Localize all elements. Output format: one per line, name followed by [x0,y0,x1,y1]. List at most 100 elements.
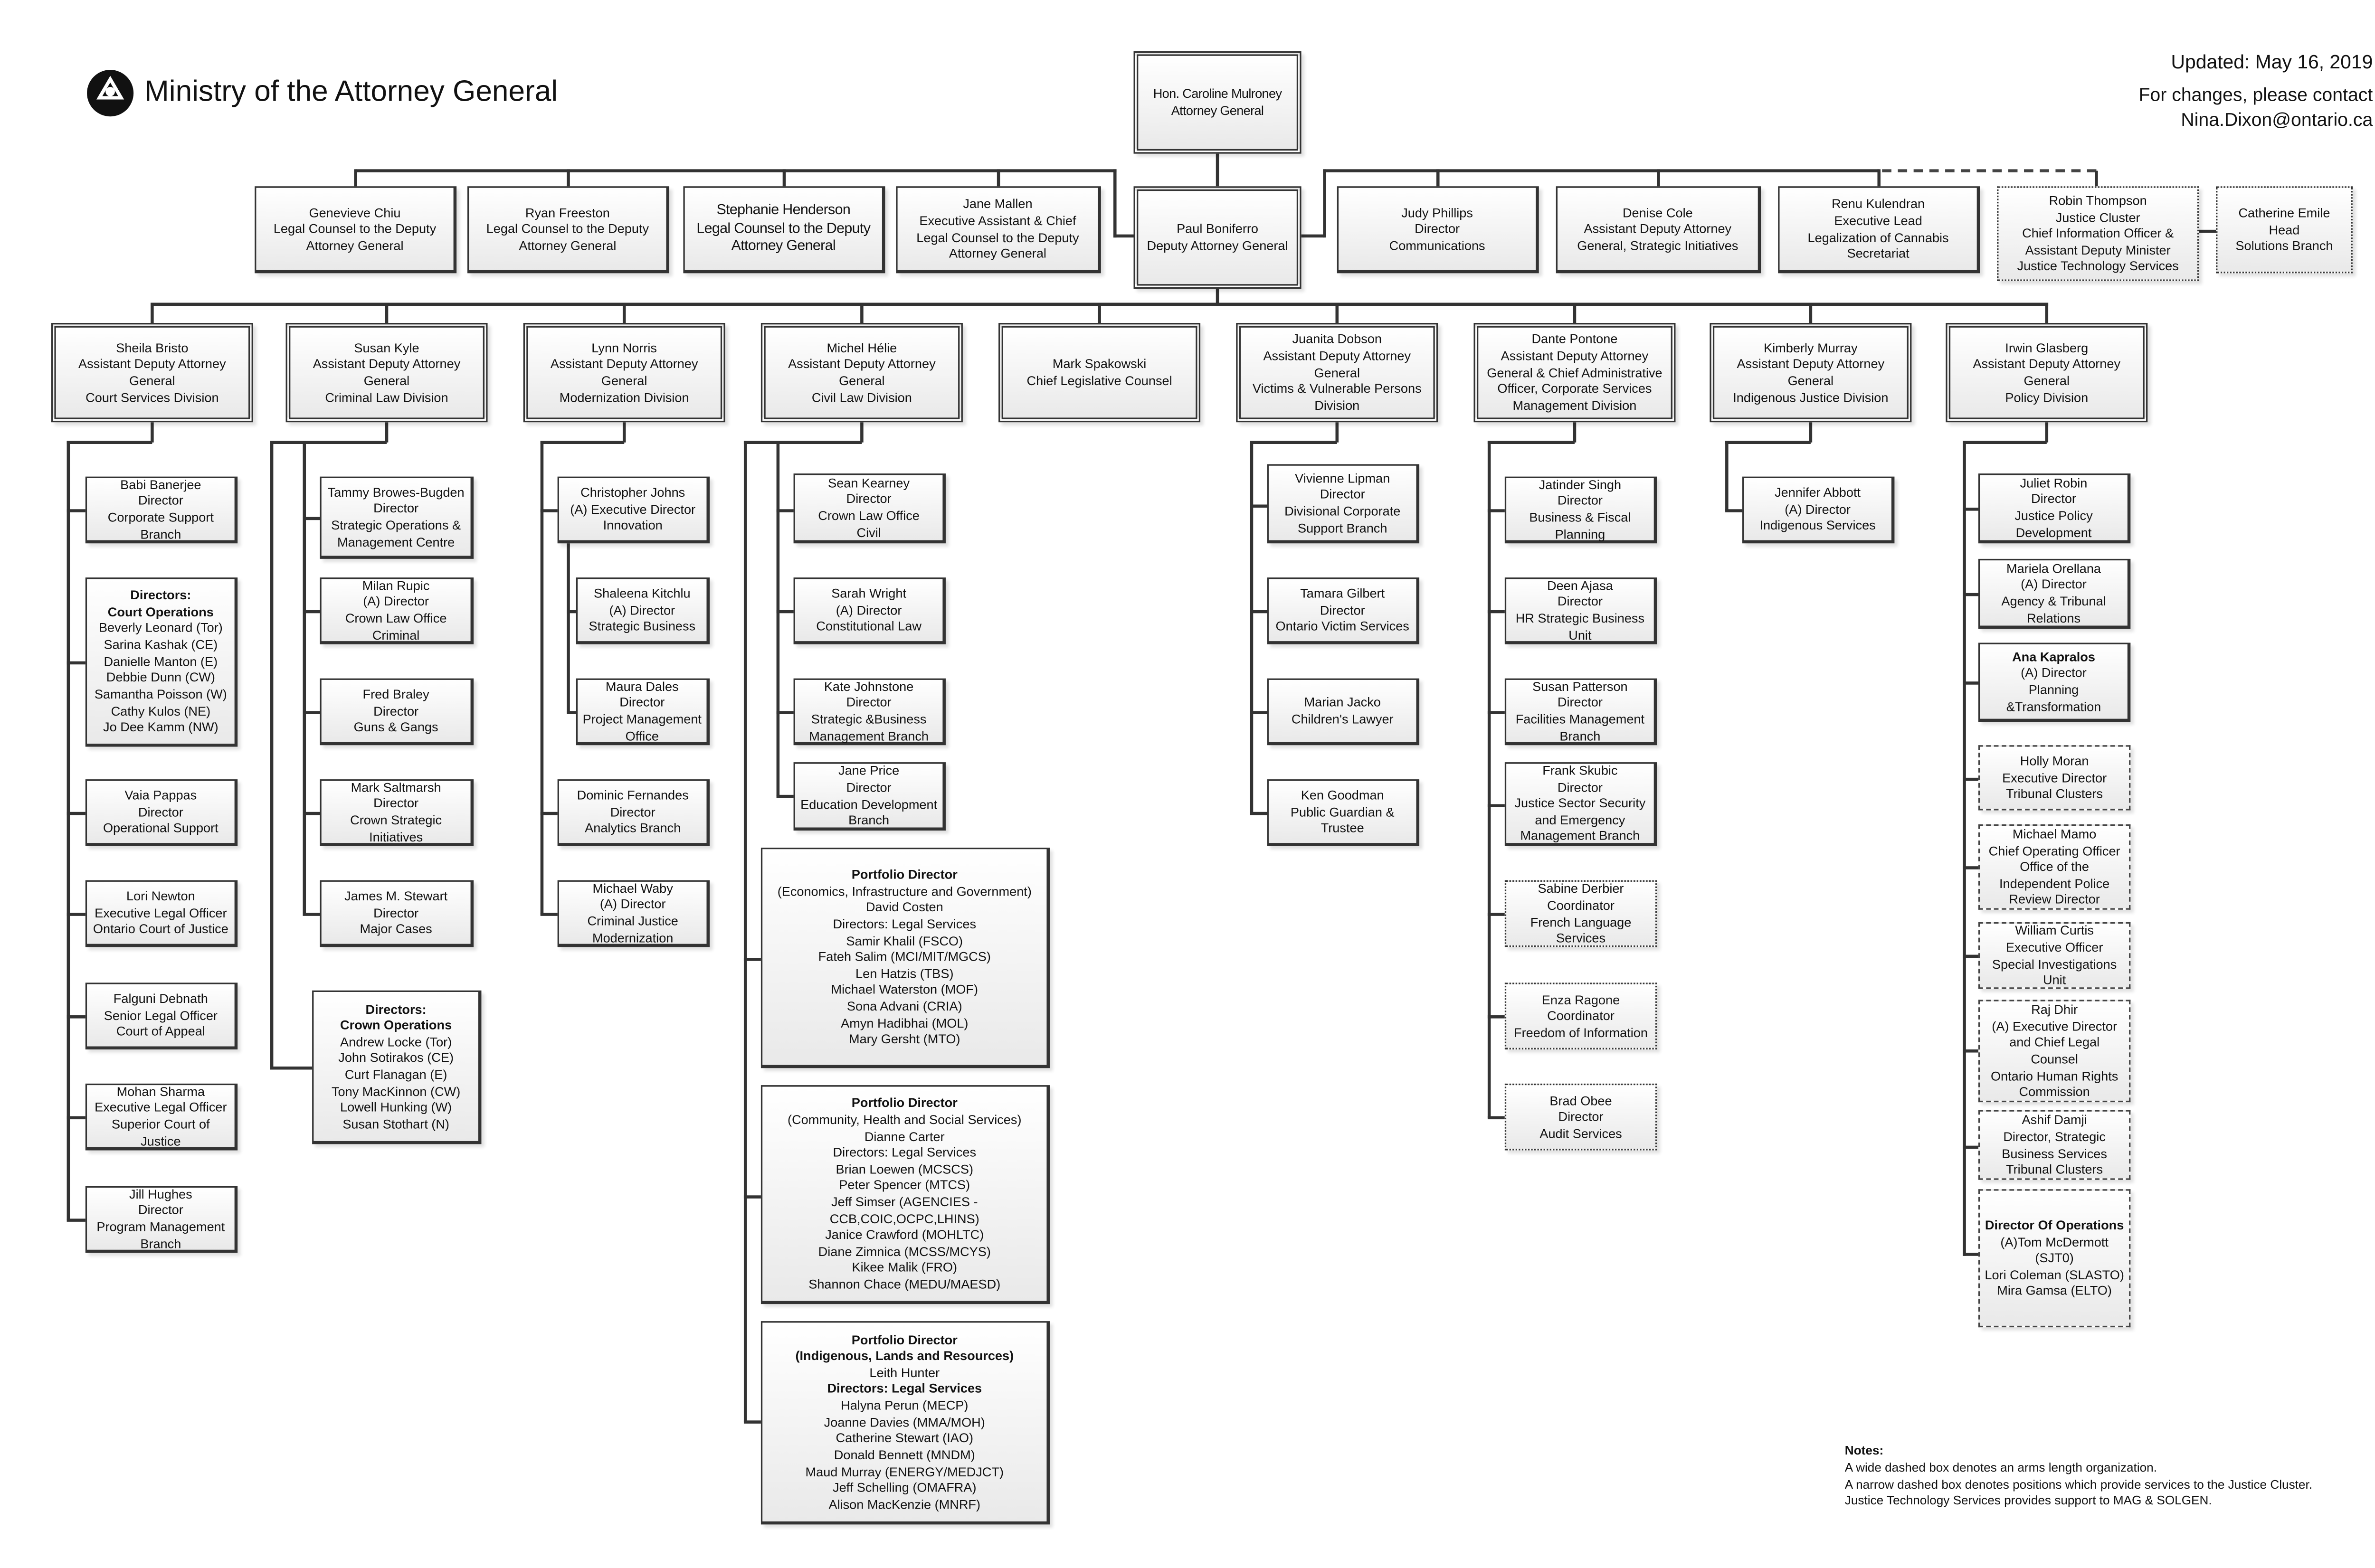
org-box: Tammy Browes-Bugden Director Strategic O… [320,476,474,559]
org-box: Vivienne Lipman Director Divisional Corp… [1267,464,1420,544]
contact-text: For changes, please contact [2138,84,2373,106]
org-box-adm: Dante Pontone Assistant Deputy Attorney … [1473,322,1676,423]
org-box-arms-length: Director Of Operations(A)Tom McDermott (… [1978,1189,2131,1328]
box-text: Stephanie Henderson Legal Counsel to the… [696,201,871,254]
org-box: Marian Jacko Children's Lawyer [1267,678,1420,746]
org-box: Ana Kapralos(A) Director Planning &Trans… [1978,642,2131,722]
box-text: Dante Pontone Assistant Deputy Attorney … [1487,331,1662,413]
org-box-arms-length: Raj Dhir (A) Executive Director and Chie… [1978,1000,2131,1103]
box-text: Jatinder Singh Director Business & Fisca… [1529,476,1631,541]
org-box: Babi Banerjee Director Corporate Support… [85,476,238,544]
box-text: Michael Mamo Chief Operating Officer Off… [1988,826,2120,907]
box-text: Juanita Dobson Assistant Deputy Attorney… [1252,331,1422,413]
org-box: Frank Skubic Director Justice Sector Sec… [1504,762,1657,846]
box-text: Beverly Leonard (Tor) Sarina Kashak (CE)… [94,620,227,735]
box-text: Milan Rupic (A) Director Crown Law Offic… [345,577,447,642]
box-text: Susan Kyle Assistant Deputy Attorney Gen… [313,340,461,405]
contact-email[interactable]: Nina.Dixon@ontario.ca [2181,108,2373,131]
box-text: (A)Tom McDermott (SJT0) Lori Coleman (SL… [1985,1233,2124,1299]
box-title: Portfolio Director (Indigenous, Lands an… [795,1331,1014,1364]
box-text: Brad Obee Director Audit Services [1539,1092,1622,1141]
box-text: Mark Spakowski Chief Legislative Counsel [1026,356,1172,388]
box-text: William Curtis Executive Officer Special… [1992,922,2117,988]
org-box-arms-length: Holly Moran Executive Director Tribunal … [1978,745,2131,811]
notes: Notes: A wide dashed box denotes an arms… [1845,1444,2312,1511]
org-box: Juliet Robin Director Justice Policy Dev… [1978,473,2131,544]
org-box-arms-length: Michael Mamo Chief Operating Officer Off… [1978,824,2131,910]
box-text: Mark Saltmarsh Director Crown Strategic … [350,779,442,844]
box-text: Judy Phillips Director Communications [1389,204,1485,253]
org-box: Jatinder Singh Director Business & Fisca… [1504,476,1657,544]
box-text: Halyna Perun (MECP) Joanne Davies (MMA/M… [805,1397,1004,1512]
box-text: Sheila Bristo Assistant Deputy Attorney … [78,340,226,405]
updated-date: Updated: May 16, 2019 [2171,51,2373,73]
org-box: Kate Johnstone Director Strategic &Busin… [793,678,946,746]
org-box: Fred Braley Director Guns & Gangs [320,678,474,746]
box-text: Mohan Sharma Executive Legal Officer Sup… [95,1083,227,1148]
org-box-portfolio-director: Portfolio Director (Indigenous, Lands an… [760,1321,1050,1525]
box-text: Kimberly Murray Assistant Deputy Attorne… [1733,340,1889,405]
box-text: Catherine Emile Head Solutions Branch [2235,205,2333,254]
org-box: Jane Mallen Executive Assistant & Chief … [896,186,1101,274]
org-box: Judy Phillips Director Communications [1337,186,1539,274]
box-text: Babi Banerjee Director Corporate Support… [107,476,214,541]
org-box: Stephanie Henderson Legal Counsel to the… [683,186,885,274]
box-text: Marian Jacko Children's Lawyer [1291,694,1394,727]
ontario-trillium-logo-icon [87,70,134,117]
org-box-adm: Irwin Glasberg Assistant Deputy Attorney… [1946,322,2148,423]
box-text: Denise Cole Assistant Deputy Attorney Ge… [1577,204,1738,253]
box-text: Vivienne Lipman Director Divisional Corp… [1284,470,1401,535]
box-text: Hon. Caroline Mulroney Attorney General [1153,86,1282,118]
box-text: (Economics, Infrastructure and Governmen… [777,883,1032,1047]
box-subtitle: Directors: Legal Services [827,1380,982,1397]
box-text: Susan Patterson Director Facilities Mana… [1515,678,1645,743]
box-text: Deen Ajasa Director HR Strategic Busines… [1515,577,1645,642]
box-text: Jane Mallen Executive Assistant & Chief … [916,196,1079,261]
box-text: Dominic Fernandes Director Analytics Bra… [577,787,689,836]
org-box-adm: Susan Kyle Assistant Deputy Attorney Gen… [285,322,488,423]
org-box-cluster-service: Sabine Derbier Coordinator French Langua… [1504,880,1657,947]
org-box: Catherine Emile Head Solutions Branch [2216,186,2353,274]
org-box: Jane Price Director Education Developmen… [793,762,946,831]
update-info: Updated: May 16, 2019 For changes, pleas… [2138,50,2373,133]
box-title: Directors: Crown Operations [340,1001,452,1033]
org-box: Sarah Wright (A) Director Constitutional… [793,577,946,644]
box-text: Ashif Damji Director, Strategic Business… [2002,1112,2107,1177]
box-text: Genevieve Chiu Legal Counsel to the Depu… [273,204,437,253]
org-box: Sean Kearney Director Crown Law Office C… [793,473,946,544]
box-text: Frank Skubic Director Justice Sector Sec… [1514,762,1646,844]
org-box: Genevieve Chiu Legal Counsel to the Depu… [255,186,457,274]
org-box-cluster-service: Enza Ragone Coordinator Freedom of Infor… [1504,982,1657,1049]
org-box: Lori Newton Executive Legal Officer Onta… [85,880,238,947]
org-box: Denise Cole Assistant Deputy Attorney Ge… [1556,186,1761,274]
box-text: (A) Director Planning &Transformation [2006,665,2101,714]
box-title: Ana Kapralos [2012,648,2095,664]
box-text: Juliet Robin Director Justice Policy Dev… [2014,474,2093,540]
org-box: Mohan Sharma Executive Legal Officer Sup… [85,1083,238,1151]
box-text: Michael Waby (A) Director Criminal Justi… [587,879,678,945]
org-box-justice-cluster: Robin Thompson Justice Cluster Chief Inf… [1997,186,2199,281]
note-line: A narrow dashed box denotes positions wh… [1844,1477,2313,1492]
org-box: Dominic Fernandes Director Analytics Bra… [557,779,710,846]
org-box: Michael Waby (A) Director Criminal Justi… [557,879,710,947]
org-box: Susan Patterson Director Facilities Mana… [1504,678,1657,746]
org-box-portfolio-director: Portfolio Director(Community, Health and… [760,1085,1050,1304]
org-box: Vaia Pappas Director Operational Support [85,779,238,846]
box-text: Vaia Pappas Director Operational Support [103,787,218,836]
org-box: Maura Dales Director Project Management … [576,678,710,746]
org-box: Christopher Johns (A) Executive Director… [557,476,710,544]
box-text: James M. Stewart Director Major Cases [344,888,448,937]
box-text: Leith Hunter [869,1364,940,1380]
page-title: Ministry of the Attorney General [144,76,558,109]
box-text: Kate Johnstone Director Strategic &Busin… [809,678,929,743]
org-box-portfolio-director: Portfolio Director(Economics, Infrastruc… [760,847,1050,1068]
org-box: Shaleena Kitchlu (A) Director Strategic … [576,577,710,644]
box-text: Falguni Debnath Senior Legal Officer Cou… [104,991,218,1039]
org-box: Deen Ajasa Director HR Strategic Busines… [1504,577,1657,644]
box-text: Shaleena Kitchlu (A) Director Strategic … [589,585,696,634]
box-title: Portfolio Director [851,1095,958,1111]
box-title: Director Of Operations [1985,1217,2124,1233]
box-text: Enza Ragone Coordinator Freedom of Infor… [1514,991,1648,1040]
